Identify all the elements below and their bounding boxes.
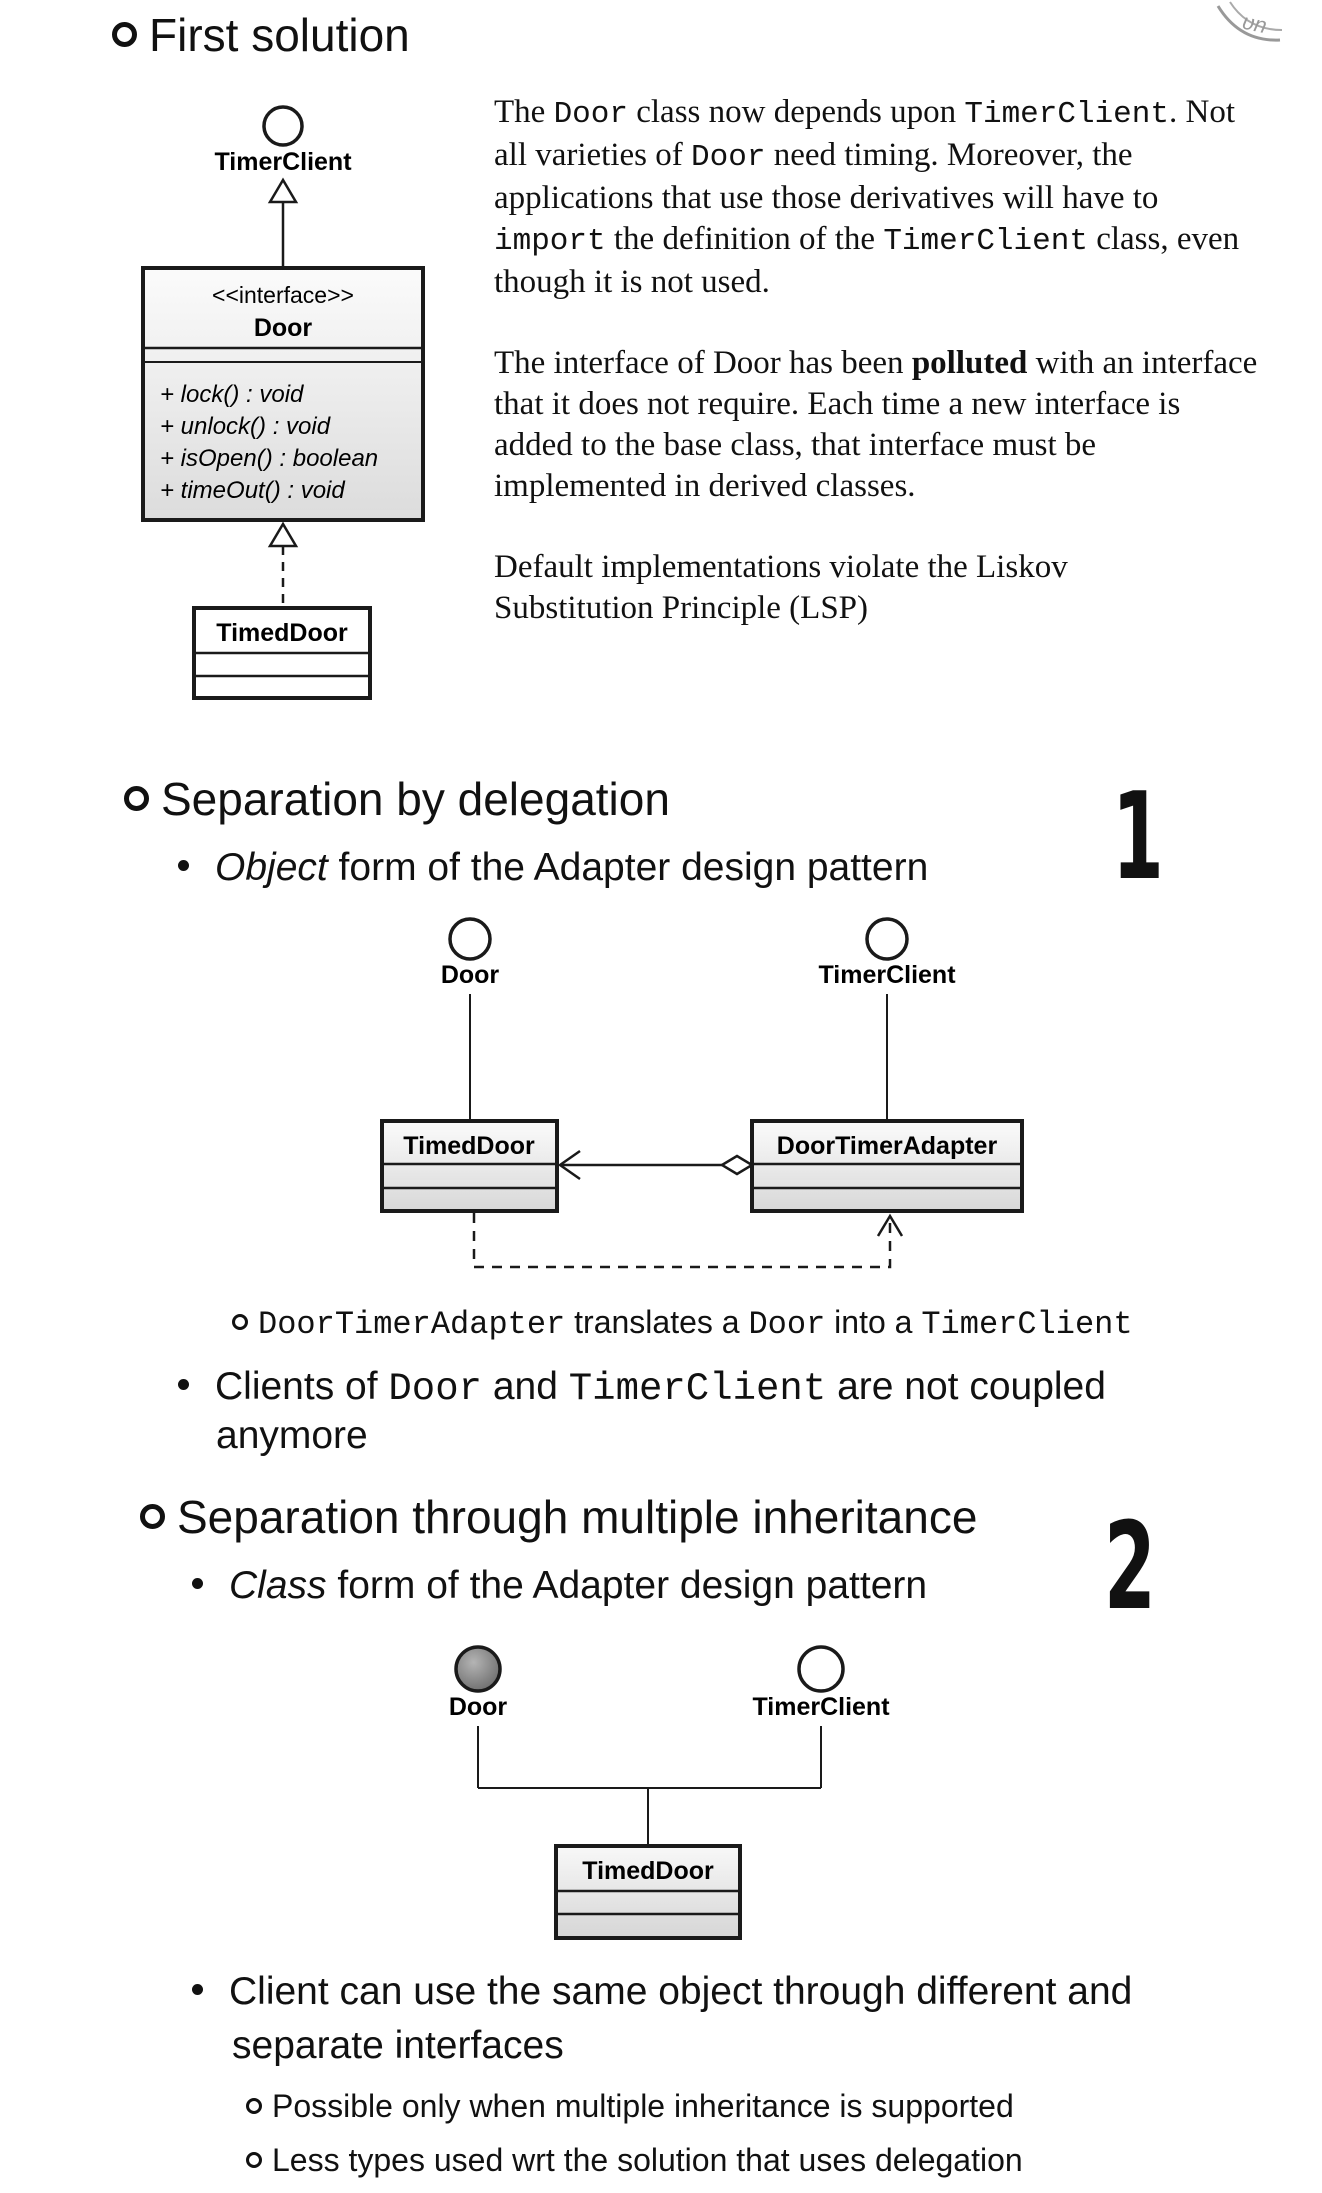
dependency-arrow-icon: [876, 1213, 904, 1237]
bullet-object-form: Object form of the Adapter design patter…: [178, 846, 928, 890]
paragraph-lsp: Default implementations violate the Lisk…: [494, 549, 1068, 626]
bullet-dot-icon: [192, 1578, 203, 1590]
interface-name-door: Door: [441, 961, 500, 989]
class-name-timeddoor: TimedDoor: [216, 619, 348, 647]
bullet-dot-icon: [178, 860, 189, 872]
hollow-bullet-icon: [246, 2151, 262, 2168]
paragraph-pollution: The interface of Door has been polluted …: [494, 345, 1258, 504]
class-name-doortimeradapter: DoorTimerAdapter: [777, 1132, 998, 1160]
section-heading-delegation: Separation by delegation: [124, 772, 670, 826]
interface-lollipop-icon: [448, 917, 492, 961]
hollow-bullet-icon: [112, 22, 137, 48]
bullet-class-form: Class form of the Adapter design pattern: [192, 1564, 927, 1608]
interface-lollipop-icon: [262, 105, 304, 147]
paragraph-dependency: The Door class now depends upon TimerCli…: [494, 94, 1240, 300]
interface-name-timerclient: TimerClient: [818, 961, 956, 989]
interface-name-timerclient: TimerClient: [752, 1693, 890, 1721]
class-box-timeddoor: [380, 1119, 559, 1213]
interface-name: TimerClient: [214, 148, 352, 176]
sub-bullet-less-types: Less types used wrt the solution that us…: [246, 2142, 1023, 2179]
uml-diagram-delegation: Door TimerClient TimedDoor DoorTimerAdap…: [380, 917, 1024, 1269]
stereotype-label: <<interface>>: [212, 282, 354, 308]
class-box-doortimeradapter: [750, 1119, 1024, 1213]
interface-lollipop-icon: [865, 917, 909, 961]
solution-number-2: 2: [1104, 1498, 1156, 1637]
uml-diagram-first-solution: TimerClient <<interface>> Door + lock() …: [141, 105, 425, 700]
hollow-bullet-icon: [232, 1313, 248, 1330]
sub-bullet-multiple-inheritance: Possible only when multiple inheritance …: [246, 2088, 1014, 2125]
aggregation-diamond-icon: [719, 1154, 755, 1176]
class-name-timeddoor: TimedDoor: [403, 1132, 535, 1160]
bullet-not-coupled: Clients of Door and TimerClient are not …: [178, 1360, 1106, 1416]
bullet-same-object: Client can use the same object through d…: [192, 1970, 1132, 2014]
class-name-timeddoor: TimedDoor: [582, 1857, 714, 1885]
method-lock: + lock() : void: [160, 381, 304, 408]
navigation-arrow-icon: [557, 1149, 581, 1181]
university-seal: ʋn: [1216, 1, 1283, 42]
section-heading-multiple-inheritance: Separation through multiple inheritance: [140, 1490, 977, 1544]
first-solution-explanation: The Door class now depends upon TimerCli…: [494, 92, 1264, 669]
heading-text: Separation through multiple inheritance: [177, 1491, 978, 1543]
bullet-same-object-line2: separate interfaces: [232, 2024, 564, 2067]
section-heading-first-solution: First solution: [112, 8, 410, 62]
bullet-not-coupled-line2: anymore: [216, 1414, 368, 1457]
solution-number-1: 1: [1112, 768, 1164, 907]
hollow-bullet-icon: [124, 786, 149, 812]
bullet-dot-icon: [192, 1984, 203, 1996]
method-unlock: + unlock() : void: [160, 413, 331, 440]
class-box-door: [141, 266, 425, 522]
hollow-bullet-icon: [246, 2097, 262, 2114]
heading-text: Separation by delegation: [161, 773, 670, 825]
svg-text:ʋn: ʋn: [1240, 9, 1269, 39]
method-isopen: + isOpen() : boolean: [160, 445, 378, 472]
uml-diagram-multiple-inheritance: Door TimerClient TimedDoor: [449, 1645, 890, 1940]
interface-lollipop-icon: [797, 1645, 845, 1693]
interface-lollipop-icon: [454, 1645, 502, 1693]
sub-bullet-translates: DoorTimerAdapter translates a Door into …: [232, 1304, 1133, 1343]
interface-name-door: Door: [449, 1693, 508, 1721]
method-timeout: + timeOut() : void: [160, 477, 345, 504]
heading-text: First solution: [149, 9, 410, 61]
class-name-door: Door: [254, 314, 313, 342]
hollow-bullet-icon: [140, 1504, 165, 1530]
bullet-dot-icon: [178, 1379, 189, 1391]
